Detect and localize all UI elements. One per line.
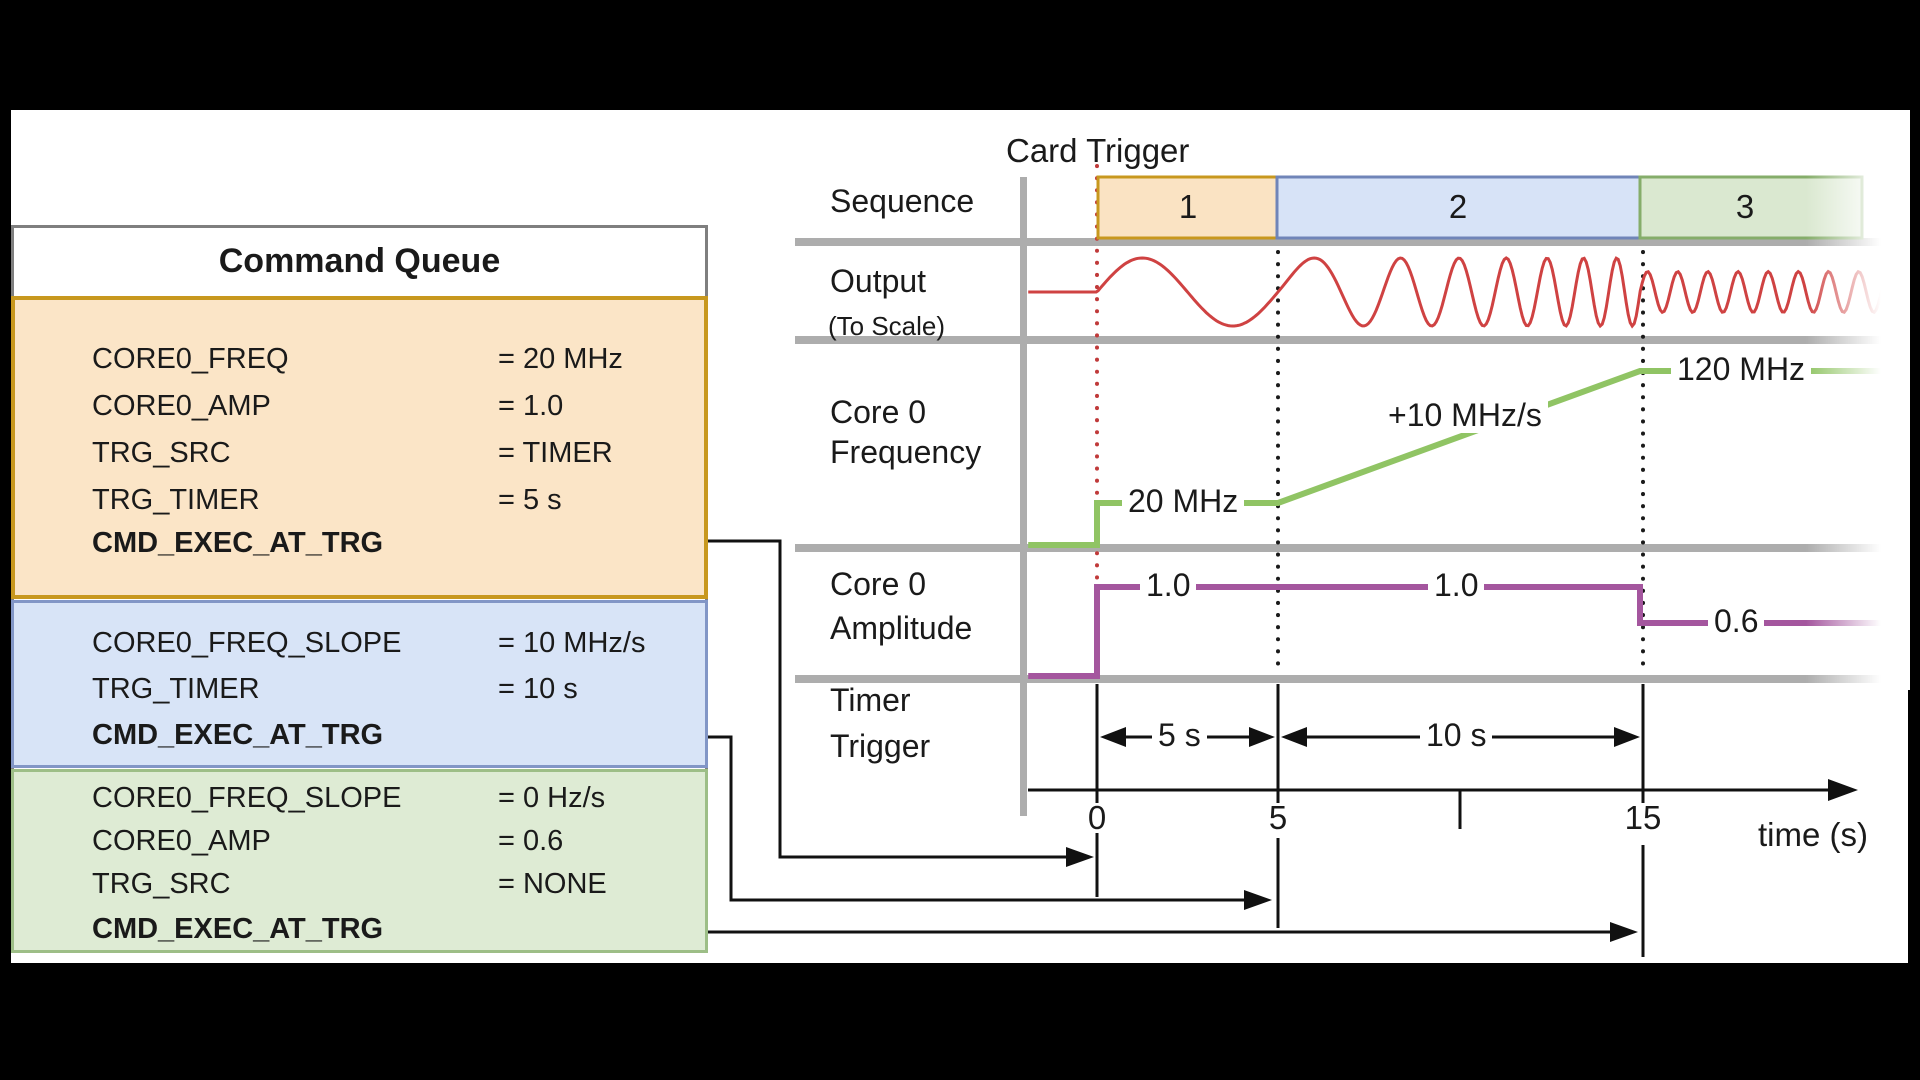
cmd-value: = TIMER [498,437,613,469]
command-queue-title: Command Queue [218,242,501,280]
amp-1.0-label-b: 1.0 [1428,568,1485,603]
cmd-value: = 20 MHz [498,343,623,375]
timer-10s-label: 10 s [1420,718,1493,753]
arrowhead-5s-left [1100,727,1126,747]
row-label-sequence: Sequence [830,183,975,219]
card-trigger-label: Card Trigger [1006,132,1190,169]
rule-vertical-axis [1020,177,1027,816]
freq-slope-label: +10 MHz/s [1382,398,1548,433]
cmd-value: = 1.0 [498,390,564,422]
row-label-freq-1: Core 0 [830,394,927,430]
arrowhead-10s-left [1281,727,1307,747]
cmd-value: = 5 s [498,484,562,516]
row-label-timer-2: Trigger [830,728,931,764]
arrowhead-connector-3 [1610,922,1638,942]
right-edge-fade [1806,110,1910,690]
rule-amplitude-timer [795,675,1900,683]
cmd-name: TRG_SRC [92,437,231,469]
amp-0.6-label: 0.6 [1708,604,1765,639]
arrowhead-connector-2 [1244,890,1272,910]
row-label-amp-2: Amplitude [830,610,973,646]
rule-output-frequency [795,336,1900,344]
cmd-connector-arrowheads [1066,847,1638,942]
sequence-2-number: 2 [1448,188,1468,225]
cmd-value: = 0 Hz/s [498,782,606,814]
amp-1.0-label-a: 1.0 [1140,568,1197,603]
axis-tick-5: 5 [1268,799,1288,836]
cmd-name: CORE0_FREQ_SLOPE [92,782,402,814]
cmd-name: TRG_TIMER [92,673,260,705]
axis-tick-0: 0 [1087,799,1107,836]
freq-120mhz-label: 120 MHz [1671,352,1812,387]
row-label-freq-2: Frequency [830,434,982,470]
axis-title: time (s) [1758,816,1868,853]
command-block-3 [11,769,708,953]
time-axis-arrowhead [1828,779,1858,801]
arrowhead-connector-1 [1066,847,1094,867]
arrowhead-5s-right [1249,727,1275,747]
timer-5s-label: 5 s [1152,718,1207,753]
sequence-box-2 [1275,175,1642,240]
cmd-name: TRG_SRC [92,868,231,900]
cmd-value: = NONE [498,868,607,900]
freq-20mhz-label: 20 MHz [1122,484,1245,519]
amplitude-trace [1028,584,1894,679]
row-label-output: Output [830,263,927,299]
row-label-amp-1: Core 0 [830,566,927,602]
cmd-name: CORE0_FREQ [92,343,289,375]
rule-frequency-amplitude [795,544,1900,552]
axis-tick-15: 15 [1624,799,1662,836]
command-block-1 [11,296,708,599]
cmd-name: CORE0_AMP [92,390,271,422]
cmd-exec: CMD_EXEC_AT_TRG [92,719,384,751]
cmd-exec: CMD_EXEC_AT_TRG [92,913,384,945]
sequence-1-number: 1 [1178,188,1198,225]
sequence-box-1 [1096,175,1279,240]
rule-sequence-output [795,238,1900,246]
cmd-name: CORE0_AMP [92,825,271,857]
arrowhead-10s-right [1614,727,1640,747]
sequence-3-number: 3 [1735,188,1755,225]
time-axis [1028,684,1858,829]
cmd-exec: CMD_EXEC_AT_TRG [92,527,384,559]
row-separator-rules [795,177,1900,816]
cmd-name: CORE0_FREQ_SLOPE [92,627,402,659]
output-waveform [1028,256,1894,329]
command-block-2 [11,600,708,768]
row-label-timer-1: Timer [830,682,911,718]
row-label-output-sub: (To Scale) [828,311,946,341]
cmd-value: = 10 s [498,673,578,705]
timer-dimension-arrowheads [1100,727,1640,747]
cmd-name: TRG_TIMER [92,484,260,516]
cmd-value: = 0.6 [498,825,564,857]
cmd-value: = 10 MHz/s [498,627,646,659]
